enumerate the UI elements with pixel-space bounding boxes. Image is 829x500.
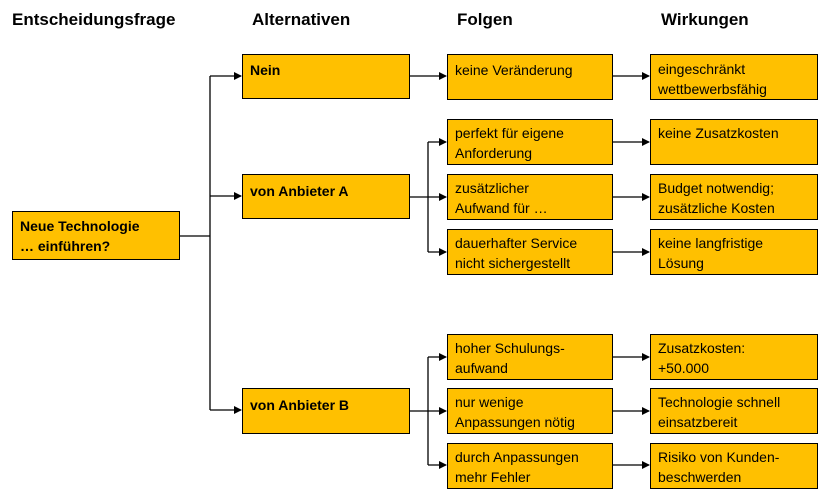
effect-a-2: Budget notwendig; zusätzliche Kosten — [650, 174, 818, 220]
effect-b-2: Technologie schnell einsatzbereit — [650, 388, 818, 434]
alternative-anbieter-a: von Anbieter A — [242, 174, 410, 219]
consequence-b-1: hoher Schulungs- aufwand — [447, 334, 613, 380]
alternative-nein: Nein — [242, 54, 410, 99]
consequence-a-3: dauerhafter Service nicht sichergestellt — [447, 229, 613, 275]
effect-b-1: Zusatzkosten: +50.000 — [650, 334, 818, 380]
consequence-nein-1: keine Veränderung — [447, 54, 613, 100]
effect-a-1: keine Zusatzkosten — [650, 119, 818, 165]
consequence-b-2: nur wenige Anpassungen nötig — [447, 388, 613, 434]
header-alternatives: Alternativen — [252, 10, 351, 29]
consequence-b-3: durch Anpassungen mehr Fehler — [447, 443, 613, 489]
header-consequences: Folgen — [457, 10, 513, 29]
consequence-a-2: zusätzlicher Aufwand für … — [447, 174, 613, 220]
header-effects: Wirkungen — [661, 10, 749, 29]
consequence-a-1: perfekt für eigene Anforderung — [447, 119, 613, 165]
alternative-anbieter-b: von Anbieter B — [242, 388, 410, 434]
effect-nein-1: eingeschränkt wettbewerbsfähig — [650, 54, 818, 100]
header-decision-question: Entscheidungsfrage — [12, 10, 176, 29]
decision-question-box: Neue Technologie … einführen? — [12, 211, 180, 260]
effect-a-3: keine langfristige Lösung — [650, 229, 818, 275]
effect-b-3: Risiko von Kunden- beschwerden — [650, 443, 818, 489]
